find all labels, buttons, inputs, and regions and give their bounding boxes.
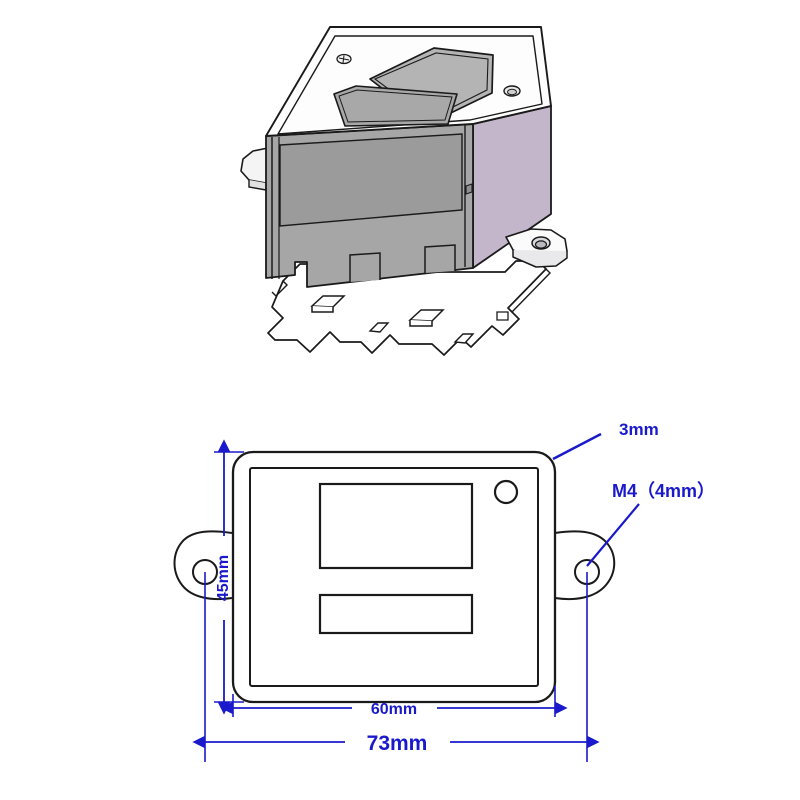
dimension-label-45mm: 45mm bbox=[215, 555, 232, 601]
top-left-screw-hole bbox=[336, 53, 352, 65]
dimension-label-73mm: 73mm bbox=[367, 732, 428, 755]
dimension-overall-width: 73mm bbox=[192, 572, 600, 762]
dimension-label-60mm: 60mm bbox=[371, 701, 417, 718]
right-mounting-ear bbox=[505, 228, 568, 268]
left-mounting-ear bbox=[240, 147, 269, 191]
detached-base-plate bbox=[267, 260, 551, 356]
dimension-label-3mm: 3mm bbox=[619, 420, 659, 439]
large-display-window bbox=[318, 482, 474, 570]
front-elevation-view bbox=[173, 450, 616, 704]
right-mounting-ear bbox=[554, 530, 616, 601]
dimension-label-m4: M4（4mm） bbox=[612, 481, 715, 501]
dimension-annotations: 3mm M4（4mm） 45mm bbox=[192, 420, 715, 762]
top-right-screw-hole bbox=[503, 85, 521, 97]
dimension-corner-radius: 3mm bbox=[552, 420, 659, 461]
dimension-body-height: 45mm bbox=[214, 439, 244, 715]
isometric-exploded-view bbox=[240, 26, 568, 356]
dimension-body-width: 60mm bbox=[220, 686, 568, 718]
narrow-indicator-slot bbox=[318, 593, 474, 635]
round-button-hole bbox=[493, 479, 519, 505]
dimension-mounting-screw: M4（4mm） bbox=[586, 481, 715, 567]
